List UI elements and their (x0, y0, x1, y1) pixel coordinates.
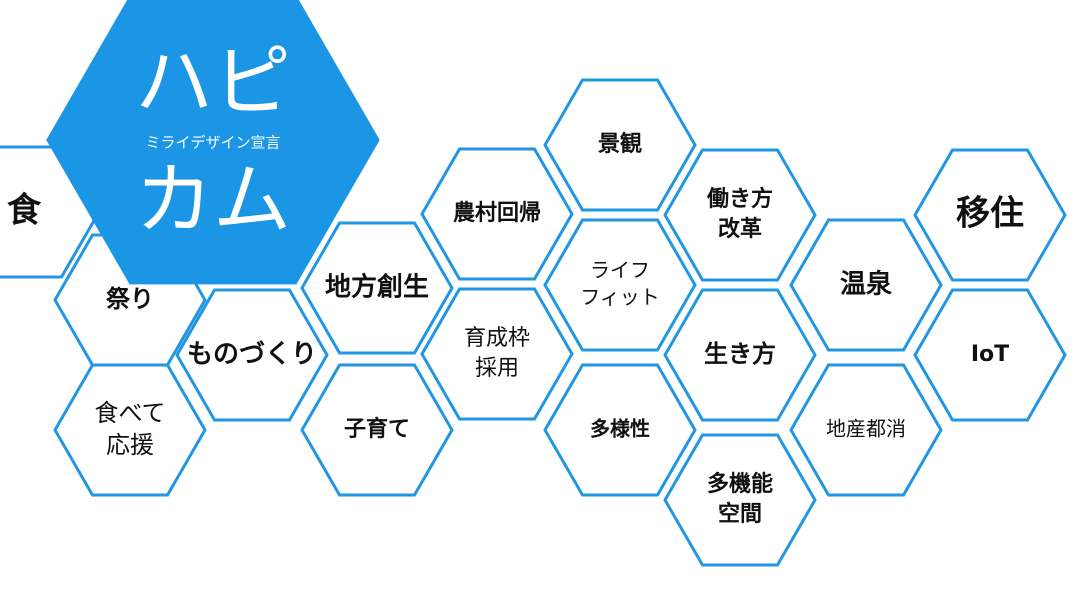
logo-title-top: ハピ (135, 38, 291, 128)
keyword-hex-iot: IoT (913, 288, 1067, 422)
logo-title-bottom: カム (135, 156, 291, 246)
keyword-hex-nouson-kaiki: 農村回帰 (420, 147, 574, 281)
hexagon-shape (543, 363, 697, 497)
hexagon-shape (913, 288, 1067, 422)
hexagon-shape (789, 363, 943, 497)
keyword-label: 働き方 (706, 186, 773, 212)
hexagon-cells: 食祭り食べて応援ものづくり地方創生子育て農村回帰育成枠採用景観ライフフィット多様… (0, 78, 1067, 567)
keyword-hex-kosodate: 子育て (300, 363, 454, 497)
hexagon-shape (913, 148, 1067, 282)
hexagon-shape (663, 433, 817, 567)
keyword-label: ライフ (590, 258, 650, 282)
keyword-label: 景観 (598, 131, 642, 157)
keyword-label: 食べて (94, 399, 165, 427)
keyword-label: 生き方 (704, 340, 776, 368)
hexagon-shape (300, 221, 454, 355)
keyword-label: IoT (971, 342, 1009, 367)
keyword-hex-chisan-toshou: 地産都消 (789, 363, 943, 497)
hexagon-shape (300, 363, 454, 497)
keyword-label: 温泉 (840, 269, 893, 300)
keyword-label: 祭り (106, 285, 154, 313)
hexagon-shape (663, 288, 817, 422)
keyword-hex-monozukuri: ものづくり (175, 288, 329, 422)
keyword-label: 食 (7, 191, 42, 231)
logo-hexagon: ハピ ミライデザイン宣言 カム (46, 0, 380, 285)
keyword-hex-tayousei: 多様性 (543, 363, 697, 497)
logo-hexagon-shape (46, 0, 380, 285)
hexagon-shape (420, 287, 574, 421)
keyword-label: 子育て (344, 416, 410, 442)
keyword-label: 応援 (106, 431, 154, 459)
keyword-hex-ikikata: 生き方 (663, 288, 817, 422)
hexagon-shape (663, 148, 817, 282)
keyword-label: 改革 (718, 216, 762, 242)
keyword-label: 空間 (718, 501, 762, 527)
keyword-hex-ijuu: 移住 (913, 148, 1067, 282)
keyword-label: 農村回帰 (453, 201, 541, 226)
hexagon-shape (175, 288, 329, 422)
hexagon-shape (789, 218, 943, 352)
hexagon-shape (543, 78, 697, 212)
hexagon-shape (543, 218, 697, 352)
keyword-label: 多様性 (590, 417, 650, 441)
keyword-label: 地方創生 (325, 272, 429, 303)
hexagon-shape (420, 147, 574, 281)
hexagon-shape (53, 363, 207, 497)
keyword-label: 移住 (956, 194, 1024, 234)
keyword-label: 多機能 (707, 471, 773, 497)
keyword-label: 育成枠 (464, 326, 530, 351)
keyword-label: 採用 (475, 356, 519, 381)
keyword-hex-chihou-sousei: 地方創生 (300, 221, 454, 355)
keyword-hex-keikan: 景観 (543, 78, 697, 212)
logo-tagline: ミライデザイン宣言 (145, 134, 280, 152)
keyword-label: ものづくり (187, 340, 317, 370)
keyword-label: フィット (580, 285, 660, 309)
keyword-label: 地産都消 (826, 417, 906, 441)
keyword-hex-onsen: 温泉 (789, 218, 943, 352)
